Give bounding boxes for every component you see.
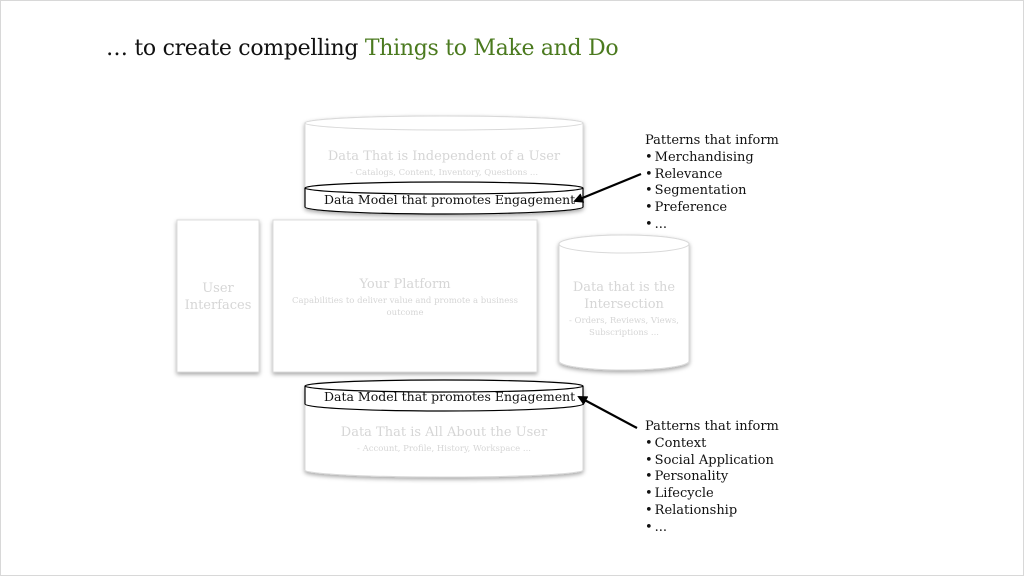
user-data-text: Data That is All About the User - Accoun… [315, 424, 573, 455]
patterns-top: Patterns that inform Merchandising Relev… [645, 133, 779, 234]
user-interfaces-label: User Interfaces [184, 281, 252, 313]
title-accent: Things to Make and Do [364, 36, 619, 61]
list-item: Segmentation [645, 183, 779, 200]
title-prefix: … to create compelling [106, 36, 365, 61]
bottom-pointer-arrow [577, 396, 638, 429]
intersection-data-store [558, 234, 690, 371]
bottom-engagement-band [304, 379, 584, 412]
user-interfaces-box [176, 219, 260, 373]
independent-data-subtitle: - Catalogs, Content, Inventory, Question… [349, 168, 539, 178]
list-item: Relevance [645, 167, 779, 184]
user-interfaces-label-wrap: User Interfaces [177, 280, 259, 314]
list-item: Merchandising [645, 150, 779, 167]
intersection-data-text: Data that is the Intersection - Orders, … [564, 279, 684, 339]
bottom-band-label: Data Model that promotes Engagement [324, 389, 576, 404]
intersection-data-title: Data that is the Intersection [572, 280, 676, 312]
platform-subtitle: Capabilities to deliver value and promot… [291, 296, 519, 318]
patterns-top-heading: Patterns that inform [645, 133, 779, 148]
user-data-title: Data That is All About the User [340, 425, 548, 440]
patterns-bottom-list: Context Social Application Personality L… [645, 436, 779, 537]
patterns-bottom: Patterns that inform Context Social Appl… [645, 419, 779, 537]
platform-box [272, 219, 538, 373]
independent-data-title: Data That is Independent of a User [327, 149, 561, 164]
independent-data-text: Data That is Independent of a User - Cat… [315, 148, 573, 179]
top-engagement-band [304, 181, 584, 215]
top-band-label: Data Model that promotes Engagement [324, 192, 576, 207]
platform-text: Your Platform Capabilities to deliver va… [280, 276, 530, 319]
user-data-subtitle: - Account, Profile, History, Workspace .… [357, 444, 531, 454]
intersection-data-subtitle: - Orders, Reviews, Views, Subscriptions … [568, 316, 679, 338]
list-item: Personality [645, 469, 779, 486]
list-item: Social Application [645, 453, 779, 470]
list-item: ... [645, 520, 779, 537]
list-item: ... [645, 217, 779, 234]
list-item: Relationship [645, 503, 779, 520]
list-item: Lifecycle [645, 486, 779, 503]
list-item: Context [645, 436, 779, 453]
top-pointer-arrow [573, 172, 642, 203]
patterns-top-list: Merchandising Relevance Segmentation Pre… [645, 150, 779, 234]
patterns-bottom-heading: Patterns that inform [645, 419, 779, 434]
slide-title: … to create compelling Things to Make an… [106, 36, 619, 61]
list-item: Preference [645, 200, 779, 217]
platform-title: Your Platform [359, 277, 451, 292]
